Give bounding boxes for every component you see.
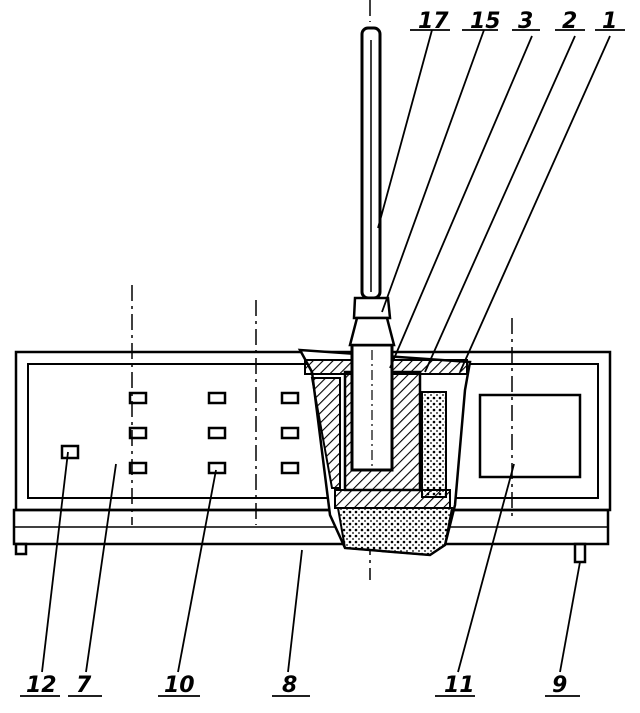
button [280, 391, 300, 405]
label-10: 10 [164, 673, 195, 698]
button [280, 461, 300, 475]
label-15: 15 [470, 9, 501, 34]
thermometer [348, 26, 396, 347]
label-8: 8 [282, 673, 297, 698]
label-2: 2 [562, 9, 577, 34]
probe-seal [348, 316, 396, 347]
button [128, 461, 148, 475]
probe-collar [352, 296, 392, 320]
button [207, 461, 227, 475]
button [128, 426, 148, 440]
label-7: 7 [76, 673, 92, 698]
control-buttons [60, 391, 300, 475]
label-11: 11 [444, 673, 475, 698]
right-foot [573, 542, 587, 564]
label-1: 1 [602, 9, 617, 34]
left-foot [14, 542, 28, 556]
leader-lines-bottom [20, 451, 581, 697]
top-labels: 17 15 3 2 1 [418, 9, 617, 34]
button [207, 426, 227, 440]
label-3: 3 [518, 9, 533, 34]
sectional-well [297, 343, 472, 557]
label-12: 12 [26, 673, 57, 698]
button [128, 391, 148, 405]
power-switch [60, 444, 80, 460]
display-window [478, 393, 582, 479]
label-9: 9 [552, 673, 567, 698]
label-17: 17 [418, 9, 449, 34]
button [280, 426, 300, 440]
leader-lines-top [377, 29, 625, 373]
button [207, 391, 227, 405]
bottom-labels: 12 7 10 8 11 9 [26, 673, 567, 698]
sample-tube [350, 343, 394, 472]
